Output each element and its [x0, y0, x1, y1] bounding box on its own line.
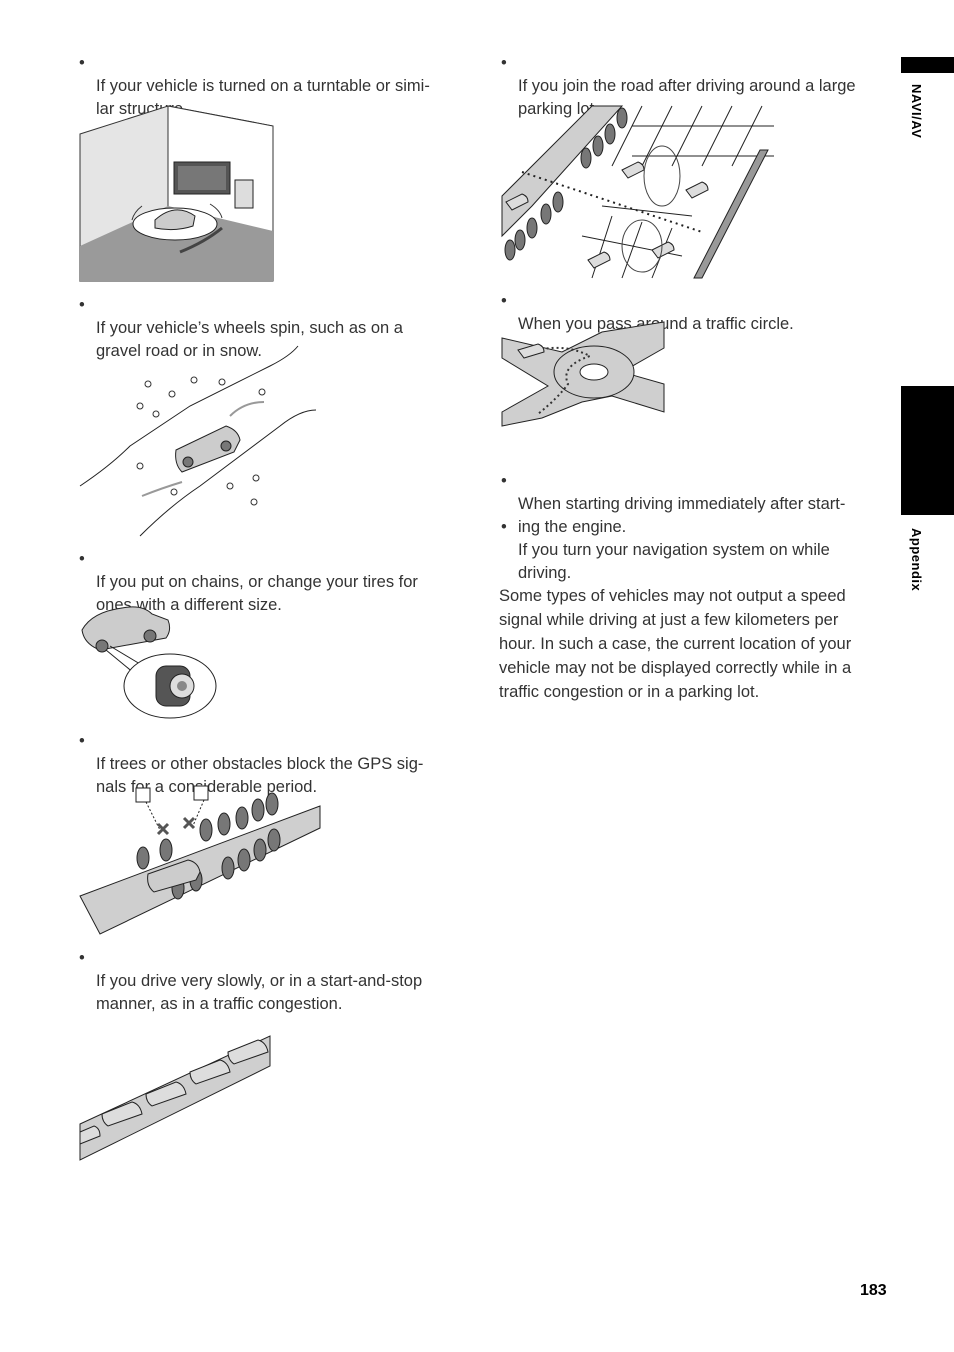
- appendix-tab-bar: [901, 386, 954, 515]
- bullet-glyph: •: [501, 292, 507, 310]
- bullet-glyph: •: [79, 949, 85, 967]
- appendix-tab-label: Appendix: [909, 528, 924, 592]
- parking-lot-illustration: [501, 105, 774, 279]
- bullet-gps-obstacles-text: If trees or other obstacles block the GP…: [96, 755, 424, 796]
- bullet-glyph: •: [79, 296, 85, 314]
- bullet-glyph: •: [501, 54, 507, 72]
- turntable-illustration: [79, 105, 274, 282]
- bullet-turntable: • If your vehicle is turned on a turntabl…: [79, 52, 466, 121]
- page-number: 183: [860, 1282, 887, 1299]
- bullet-gps-obstacles: • If trees or other obstacles block the G…: [79, 730, 466, 799]
- bullet-chains-text: If you put on chains, or change your tir…: [96, 573, 418, 614]
- navi-av-tab-label: NAVI/AV: [909, 84, 924, 139]
- bullet-nav-on-while-driving-text: If you turn your navigation system on wh…: [518, 541, 830, 582]
- snow-road-illustration: [79, 345, 317, 537]
- bullet-glyph: •: [79, 550, 85, 568]
- bullet-glyph: •: [501, 518, 507, 536]
- bullet-turntable-text: If your vehicle is turned on a turntable…: [96, 77, 430, 118]
- bullet-slow-driving: • If you drive very slowly, or in a start…: [79, 947, 466, 1016]
- bullet-chains: • If you put on chains, or change your ti…: [79, 548, 466, 617]
- traffic-circle-illustration: [501, 321, 665, 427]
- bullet-glyph: •: [79, 54, 85, 72]
- navi-av-tab-bar: [901, 57, 954, 73]
- tire-chains-illustration: [81, 606, 217, 719]
- bullet-wheels-spin: • If your vehicle’s wheels spin, such as …: [79, 294, 466, 363]
- bullet-wheels-spin-text: If your vehicle’s wheels spin, such as o…: [96, 319, 403, 360]
- bullet-start-engine-text: When starting driving immediately after …: [518, 495, 846, 536]
- bullet-glyph: •: [501, 472, 507, 490]
- bullet-start-engine: • When starting driving immediately after…: [501, 470, 890, 539]
- traffic-congestion-illustration: [79, 1035, 271, 1161]
- closing-paragraph: Some types of vehicles may not output a …: [499, 587, 852, 701]
- bullet-nav-on-while-driving: • If you turn your navigation system on w…: [501, 516, 890, 585]
- bullet-slow-driving-text: If you drive very slowly, or in a start-…: [96, 972, 423, 1013]
- bullet-glyph: •: [79, 732, 85, 750]
- gps-blocked-trees-illustration: [79, 785, 321, 935]
